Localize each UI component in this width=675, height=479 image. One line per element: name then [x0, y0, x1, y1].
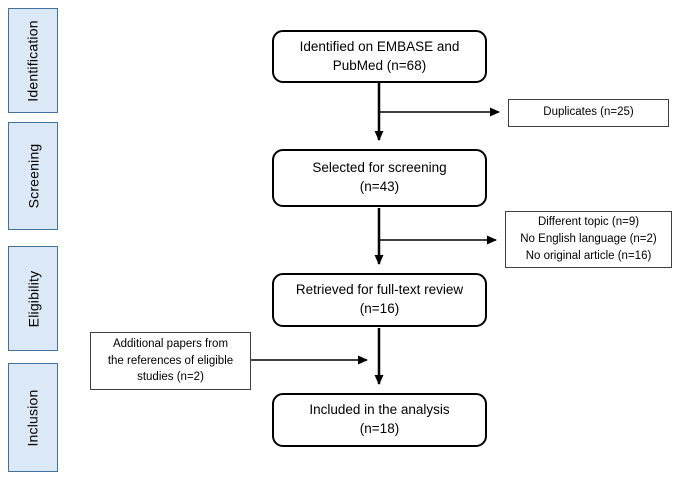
box-fulltext-text: Retrieved for full-text review (n=16) — [295, 282, 464, 316]
stage-screening: Screening — [8, 122, 58, 230]
box-included-text: Included in the analysis (n=18) — [309, 402, 450, 436]
box-screened-text: Selected for screening (n=43) — [312, 160, 447, 194]
stage-label: Inclusion — [25, 388, 41, 447]
box-excluded-reasons-text: Different topic (n=9) No English languag… — [520, 216, 657, 262]
box-included-in-analysis: Included in the analysis (n=18) — [272, 393, 487, 447]
box-fulltext-review: Retrieved for full-text review (n=16) — [272, 273, 487, 327]
box-identified-records: Identified on EMBASE and PubMed (n=68) — [272, 30, 487, 83]
box-selected-for-screening: Selected for screening (n=43) — [272, 149, 487, 207]
stage-label: Identification — [25, 19, 42, 102]
stage-inclusion: Inclusion — [8, 363, 58, 472]
stage-identification: Identification — [8, 8, 58, 113]
box-excluded-reasons: Different topic (n=9) No English languag… — [505, 211, 672, 268]
stage-label: Eligibility — [25, 270, 42, 327]
box-additional-papers-text: Additional papers from the references of… — [107, 337, 234, 384]
box-duplicates: Duplicates (n=25) — [508, 99, 669, 127]
stage-eligibility: Eligibility — [8, 246, 58, 351]
box-additional-papers: Additional papers from the references of… — [90, 332, 251, 390]
stage-label: Screening — [25, 143, 41, 209]
box-identified-text: Identified on EMBASE and PubMed (n=68) — [299, 38, 460, 73]
box-duplicates-text: Duplicates (n=25) — [543, 106, 634, 119]
